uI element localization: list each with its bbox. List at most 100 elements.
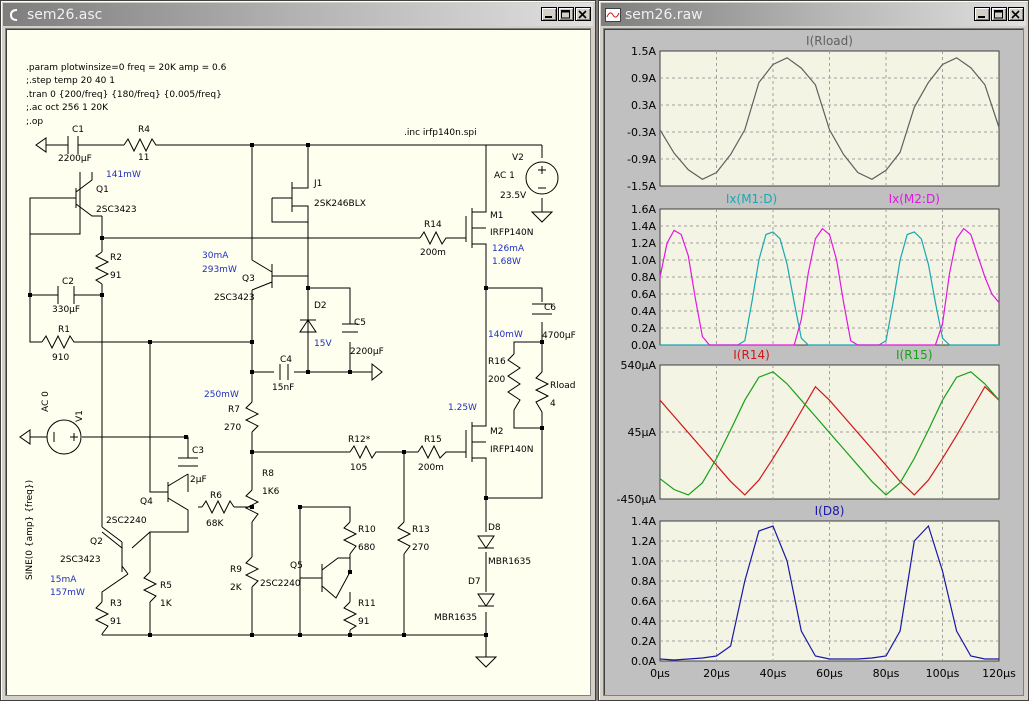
- diode-D8[interactable]: [477, 535, 495, 549]
- label-ref: Q4: [140, 497, 153, 507]
- directive-text[interactable]: .param plotwinsize=0 freq = 20K amp = 0.…: [26, 63, 227, 73]
- trace-label[interactable]: Ix(M2:D): [889, 192, 940, 206]
- schematic-app-icon: [7, 7, 23, 23]
- capacitor-C5[interactable]: [342, 323, 358, 333]
- maximize-button[interactable]: [991, 7, 1007, 21]
- label-ref: V1: [75, 410, 85, 422]
- plot-pane-2[interactable]: 1.6A1.4A1.2A1.0A0.8A0.6A0.4A0.2A0.0AIx(M…: [631, 192, 1000, 352]
- trace-ix-m2-d-[interactable]: [659, 227, 1000, 346]
- close-button[interactable]: [1008, 7, 1024, 21]
- y-tick-label: 1.0A: [631, 254, 656, 267]
- trace-label[interactable]: I(Rload): [806, 34, 853, 48]
- resistor-R2[interactable]: [94, 251, 110, 285]
- resistor-R6[interactable]: [201, 499, 235, 515]
- directive-text[interactable]: .tran 0 {200/freq} {180/freq} {0.005/fre…: [26, 90, 222, 100]
- resistor-Rload[interactable]: [534, 371, 550, 413]
- wires: [29, 144, 543, 657]
- resistor-R8[interactable]: [244, 489, 260, 523]
- schematic-titlebar[interactable]: sem26.asc: [3, 3, 593, 26]
- trace-label[interactable]: Ix(M1:D): [726, 192, 777, 206]
- trace-label[interactable]: I(R15): [896, 348, 933, 362]
- capacitor-C3[interactable]: [178, 457, 198, 467]
- diode-D7[interactable]: [477, 593, 495, 607]
- transistor-Q2[interactable]: [101, 531, 129, 575]
- transistor-Q1[interactable]: [75, 172, 102, 217]
- trace-label[interactable]: I(R14): [733, 348, 770, 362]
- plot-pane-1[interactable]: 1.5A0.9A0.3A-0.3A-0.9A-1.5AI(Rload): [627, 34, 1000, 193]
- source-V1[interactable]: [30, 419, 82, 455]
- resistor-R12[interactable]: [349, 444, 378, 460]
- resistor-R4[interactable]: [123, 137, 160, 153]
- minimize-button[interactable]: [541, 7, 557, 21]
- capacitor-C6[interactable]: [532, 303, 552, 315]
- jfet-J1[interactable]: [272, 182, 309, 212]
- resistor-R7[interactable]: [244, 401, 260, 433]
- capacitor-C2[interactable]: [50, 286, 75, 304]
- label-ref: Q1: [96, 185, 109, 195]
- zener-D2[interactable]: [299, 319, 317, 333]
- directive-text[interactable]: ;.op: [26, 117, 43, 127]
- label-ref: R16: [488, 357, 506, 367]
- waveform-plots[interactable]: 1.5A0.9A0.3A-0.3A-0.9A-1.5AI(Rload)1.6A1…: [604, 29, 1025, 697]
- minimize-button[interactable]: [974, 7, 990, 21]
- schematic-drawing[interactable]: .param plotwinsize=0 freq = 20K amp = 0.…: [6, 29, 592, 697]
- maximize-button[interactable]: [558, 7, 574, 21]
- resistor-R5[interactable]: [142, 571, 158, 603]
- y-tick-label: 0.4A: [631, 615, 656, 628]
- annotation-value: 15V: [314, 339, 332, 349]
- directive-text[interactable]: ;.step temp 20 40 1: [26, 76, 115, 86]
- resistor-R10[interactable]: [342, 521, 358, 555]
- y-tick-label: 0.6A: [631, 595, 656, 608]
- label-ref: R11: [358, 599, 376, 609]
- y-tick-label: 0.4A: [631, 305, 656, 318]
- capacitor-C1[interactable]: [67, 136, 79, 154]
- resistor-R9[interactable]: [244, 556, 260, 588]
- plot-pane-4[interactable]: 1.4A1.2A1.0A0.8A0.6A0.4A0.2A0.0AI(D8): [631, 504, 1000, 668]
- label-value: 2SC3423: [96, 205, 137, 215]
- source-V2[interactable]: [525, 161, 559, 195]
- label-value: SINE(0 {amp} {freq}): [25, 480, 35, 580]
- annotation-power: 140mW: [488, 330, 523, 340]
- trace-label[interactable]: I(D8): [815, 504, 845, 518]
- mosfet-M1[interactable]: [465, 202, 487, 252]
- operating-point-annotations: 141mW 126mA 1.68W 30mA 293mW 15V 140mW 2…: [50, 170, 525, 598]
- directive-text[interactable]: ;.ac oct 256 1 20K: [26, 103, 109, 113]
- label-value: 910: [52, 353, 69, 363]
- transistor-Q4[interactable]: [167, 473, 189, 520]
- mosfet-M2[interactable]: [465, 402, 487, 470]
- y-tick-label: 0.8A: [631, 271, 656, 284]
- transistor-Q3[interactable]: [251, 259, 308, 291]
- y-tick-label: -450µA: [617, 493, 657, 506]
- label-value: 2SC2240: [260, 579, 301, 589]
- label-ref: R5: [160, 581, 172, 591]
- resistor-R16[interactable]: [507, 353, 521, 411]
- resistor-R14[interactable]: [419, 230, 450, 246]
- trace-i-d8-[interactable]: [659, 524, 999, 661]
- resistor-R11[interactable]: [342, 601, 358, 631]
- label-value: 680: [358, 543, 375, 553]
- y-tick-label: 0.2A: [631, 322, 656, 335]
- resistor-R13[interactable]: [396, 521, 412, 555]
- close-button[interactable]: [575, 7, 591, 21]
- include-directive[interactable]: .inc irfp140n.spi: [404, 128, 477, 138]
- schematic-canvas[interactable]: .param plotwinsize=0 freq = 20K amp = 0.…: [5, 28, 591, 696]
- schematic-window[interactable]: sem26.asc .param plotwinsize=0 freq = 20…: [0, 0, 596, 701]
- waveform-titlebar[interactable]: sem26.raw: [601, 3, 1026, 26]
- resistor-R3[interactable]: [94, 601, 110, 635]
- trace-i-r15-[interactable]: [659, 371, 1000, 496]
- x-tick-label: 80µs: [873, 667, 900, 680]
- label-value: 23.5V: [500, 191, 527, 201]
- annotation-current: 15mA: [50, 575, 77, 585]
- transistor-Q5[interactable]: [300, 557, 351, 599]
- trace-i-r14-[interactable]: [659, 385, 1000, 496]
- waveform-window-title: sem26.raw: [625, 6, 703, 23]
- y-tick-label: 1.4A: [631, 220, 656, 233]
- annotation-power: 1.25W: [448, 403, 477, 413]
- resistor-R15[interactable]: [417, 444, 450, 460]
- capacitor-C4[interactable]: [279, 364, 289, 380]
- resistor-R1[interactable]: [41, 334, 82, 350]
- trace-i-rload-[interactable]: [659, 57, 1000, 180]
